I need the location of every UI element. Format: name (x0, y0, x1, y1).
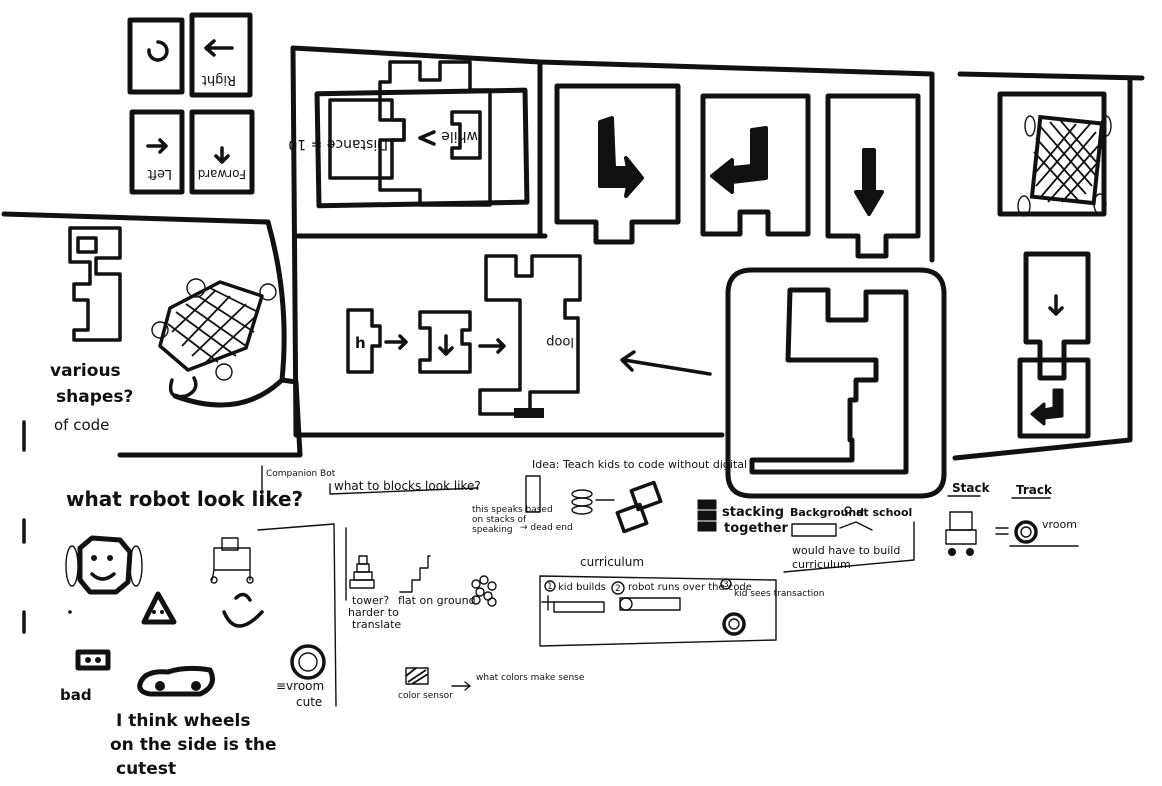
curriculum-note-line1: would have to build (792, 544, 900, 557)
stacking-note-line1: stacking (722, 505, 784, 520)
curriculum-box: curriculum 1 kid builds 2 robot runs ove… (539, 555, 824, 647)
wheels-note-line2: on the side is the (110, 735, 277, 755)
stack-label: Stack (952, 481, 991, 495)
step1-text: kid builds (558, 582, 606, 593)
flat-chip-stack (571, 489, 615, 515)
speaker-note-line3: speaking (472, 525, 513, 535)
tower-note-line2: harder to (348, 606, 399, 619)
code-card-left: Left (129, 109, 185, 195)
track-label: Track (1016, 483, 1053, 497)
shapes-note: various shapes? of code (50, 361, 133, 434)
large-puzzle-card (725, 267, 947, 499)
turn-left-puzzle (700, 93, 811, 237)
program-sequence: h loop (346, 254, 712, 418)
tower-note-line3: translate (352, 618, 401, 631)
loop-label: loop (546, 334, 574, 349)
stacked-blocks-sketch (697, 499, 717, 532)
card-forward-label: Forward (198, 167, 246, 181)
distance-label: Distance = 10 (288, 136, 388, 152)
robot-heading: what robot look like? (66, 487, 303, 511)
tilted-cards-sketch (615, 480, 663, 534)
flat-note: flat on ground (398, 594, 476, 607)
vroom-track-label: vroom (1042, 518, 1077, 531)
robot-top-hatch (1033, 119, 1101, 203)
shapes-note-line1: various (50, 361, 121, 381)
puzzle-frame-top (290, 45, 935, 438)
forward-puzzle (825, 93, 921, 259)
while-label: while (441, 128, 478, 144)
cluster-blocks-sketch (471, 575, 497, 607)
shapes-note-line2: shapes? (56, 387, 133, 407)
left-frame: various shapes? of code (1, 211, 303, 458)
background-note-line2: at school (856, 506, 912, 519)
background-section: Background at school would have to build… (783, 506, 915, 573)
curriculum-heading: curriculum (580, 555, 644, 569)
robot-triangle-sketch (141, 591, 177, 625)
code-card-loop (127, 17, 185, 95)
step2-num: 2 (615, 584, 621, 594)
idea-section: Idea: Teach kids to code without digital… (472, 458, 789, 536)
blocks-section: what to blocks look like? tower? harder … (329, 479, 497, 631)
blocks-heading: what to blocks look like? (334, 479, 481, 493)
turn-right-puzzle (554, 83, 681, 245)
bad-robot-sketch: bad (60, 649, 111, 704)
code-card-right: Right (189, 12, 253, 98)
code-card-forward: Forward (189, 109, 255, 195)
robot-cart-sketch (210, 537, 254, 584)
speaker-note-line1: this speaks based (472, 505, 553, 515)
robot-face-sketch (65, 535, 143, 595)
side-wheel-robot-sketch (137, 665, 215, 697)
robot-cup-sketch (222, 592, 264, 628)
tower-note-line1: tower? (352, 594, 389, 607)
right-column-frame (952, 71, 1145, 461)
wheels-note-line3: cutest (116, 759, 176, 779)
wheels-note: I think wheels on the side is the cutest (110, 711, 277, 779)
step3-num: 3 (723, 580, 729, 590)
tower-blocks-sketch (349, 555, 375, 589)
step2-text: robot runs over the code (628, 582, 752, 593)
speaker-note-line2: on stacks of (472, 515, 527, 525)
vroom-label: ≡vroom (276, 679, 324, 693)
step1-num: 1 (547, 582, 553, 592)
cute-label: cute (296, 695, 322, 709)
step3-text: kid sees transaction (734, 589, 824, 599)
color-sensor-label: color sensor (398, 691, 453, 701)
companion-label: Companion Bot (266, 469, 336, 479)
flipped-code-blocks: Distance = 10 while (288, 60, 492, 207)
background-note-line1: Background (790, 506, 864, 519)
wheels-note-line1: I think wheels (116, 711, 250, 731)
h-block-label: h (355, 334, 366, 352)
companion-bot-box: Companion Bot ≡vroom cute (257, 465, 337, 709)
stacking-note-line2: together (724, 521, 789, 536)
bad-label: bad (60, 686, 92, 704)
colors-note: what colors make sense (476, 673, 585, 683)
card-left-label: Left (148, 166, 172, 181)
shapes-note-line3: of code (54, 416, 109, 434)
idea-text: Idea: Teach kids to code without digital (532, 458, 747, 471)
dead-end-label: → dead end (520, 523, 573, 533)
stack-track-section: Stack Track vroom (945, 481, 1079, 556)
color-sensor-section: color sensor what colors make sense (398, 667, 585, 701)
card-right-label: Right (202, 72, 236, 87)
